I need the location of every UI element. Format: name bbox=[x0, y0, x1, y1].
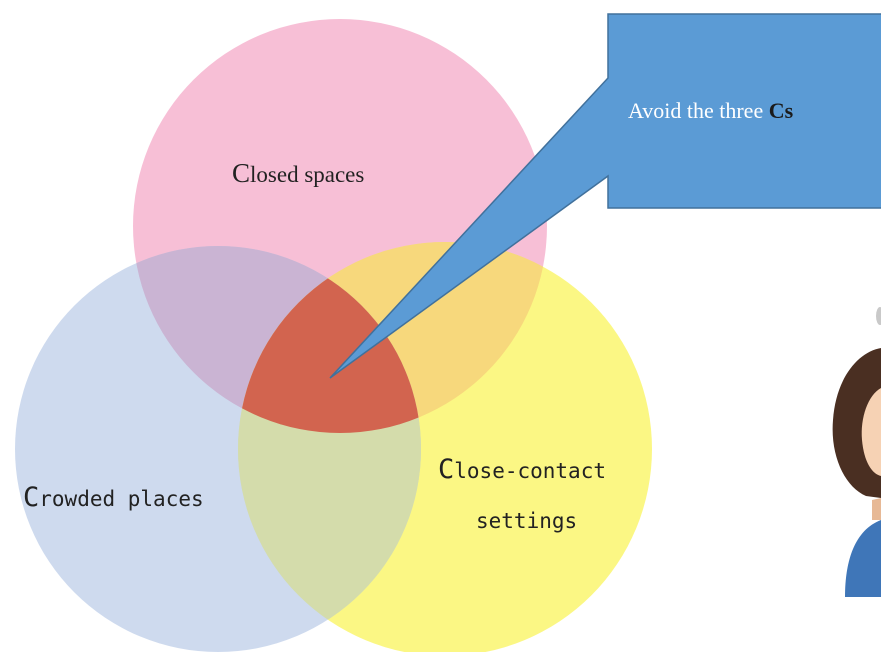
person-neck-shadow bbox=[872, 498, 881, 520]
close-contact-label-line1: Close-contact bbox=[438, 454, 606, 485]
person-hair-tip bbox=[876, 307, 881, 325]
person-illustration bbox=[833, 307, 881, 597]
crowded-places-label: Crowded places bbox=[23, 482, 204, 513]
close-contact-label-line2: settings bbox=[476, 509, 577, 533]
closed-spaces-label: Closed spaces bbox=[232, 158, 364, 188]
person-shirt bbox=[845, 520, 881, 597]
callout-text: Avoid the three Cs bbox=[628, 98, 794, 123]
